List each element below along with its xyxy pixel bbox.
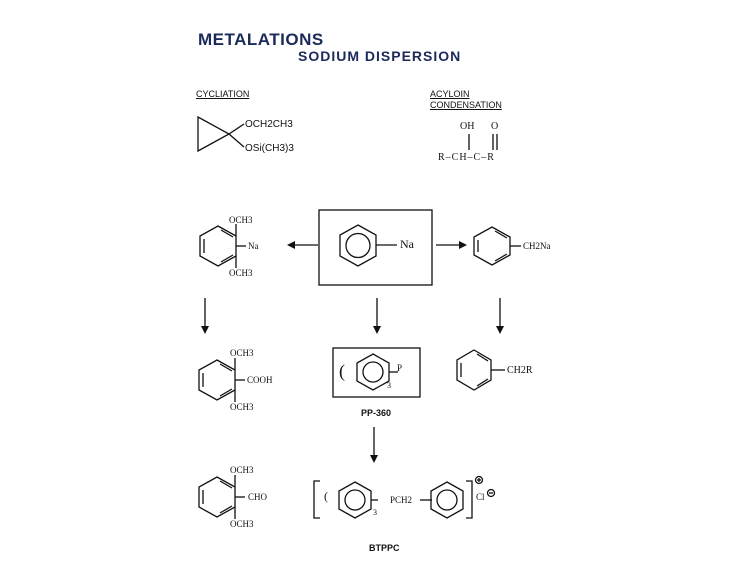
btppc-benzene-2 — [420, 481, 464, 519]
left-och3-bottom: OCH3 — [229, 268, 253, 278]
center-na: Na — [400, 237, 414, 251]
row3-och3-bottom: OCH3 — [230, 519, 254, 529]
pp360-sub3: 3 — [387, 381, 391, 390]
btppc-cl: Cl — [476, 492, 485, 502]
btppc-sub3: 3 — [373, 508, 377, 517]
left-benzene-row3 — [198, 475, 245, 519]
btppc-caption: BTPPC — [369, 543, 400, 553]
left-benzene-row1 — [199, 224, 246, 268]
left-och3-top: OCH3 — [229, 215, 253, 225]
phenylsodium-box — [318, 209, 433, 286]
row2-cooh: COOH — [247, 375, 273, 385]
acyloin-chain: R–CH–C–R — [438, 152, 495, 163]
btppc-benzene-1 — [338, 481, 378, 519]
heading-acyloin: ACYLOIN — [430, 89, 470, 99]
pp360-benzene — [356, 353, 398, 391]
row3-och3-top: OCH3 — [230, 465, 254, 475]
pp360-box — [332, 347, 421, 398]
title-metalations: METALATIONS — [198, 30, 324, 49]
cyclopropane-structure — [197, 115, 245, 153]
btppc-left-bracket — [313, 480, 320, 519]
btppc-right-bracket — [466, 480, 473, 519]
acyloin-bonds — [468, 134, 498, 150]
cyclopropane-sub2: OSi(CH3)3 — [245, 143, 294, 154]
pp360-paren-open: ( — [339, 361, 345, 381]
charge-plus — [474, 475, 484, 485]
acyloin-o: O — [491, 121, 499, 132]
row3-cho: CHO — [248, 492, 268, 502]
right-ch2na: CH2Na — [523, 241, 551, 251]
right-benzene-row1 — [473, 226, 521, 266]
charge-minus — [486, 488, 496, 498]
row2-och3-bottom: OCH3 — [230, 402, 254, 412]
row2-ch2r: CH2R — [507, 365, 533, 376]
btppc-pch2: PCH2 — [390, 495, 413, 505]
cyclopropane-sub1: OCH2CH3 — [245, 119, 293, 130]
heading-condensation: CONDENSATION — [430, 100, 502, 110]
pp360-p: P — [397, 363, 403, 373]
left-na: Na — [248, 241, 259, 251]
acyloin-oh: OH — [460, 121, 475, 132]
heading-cycliation: CYCLIATION — [196, 89, 250, 99]
btppc-paren-open: ( — [324, 489, 328, 503]
row2-och3-top: OCH3 — [230, 348, 254, 358]
right-benzene-row2 — [456, 349, 505, 391]
title-sodium-dispersion: SODIUM DISPERSION — [298, 48, 462, 64]
left-benzene-row2 — [198, 358, 245, 402]
center-benzene — [339, 224, 397, 267]
pp360-caption: PP-360 — [361, 408, 392, 418]
